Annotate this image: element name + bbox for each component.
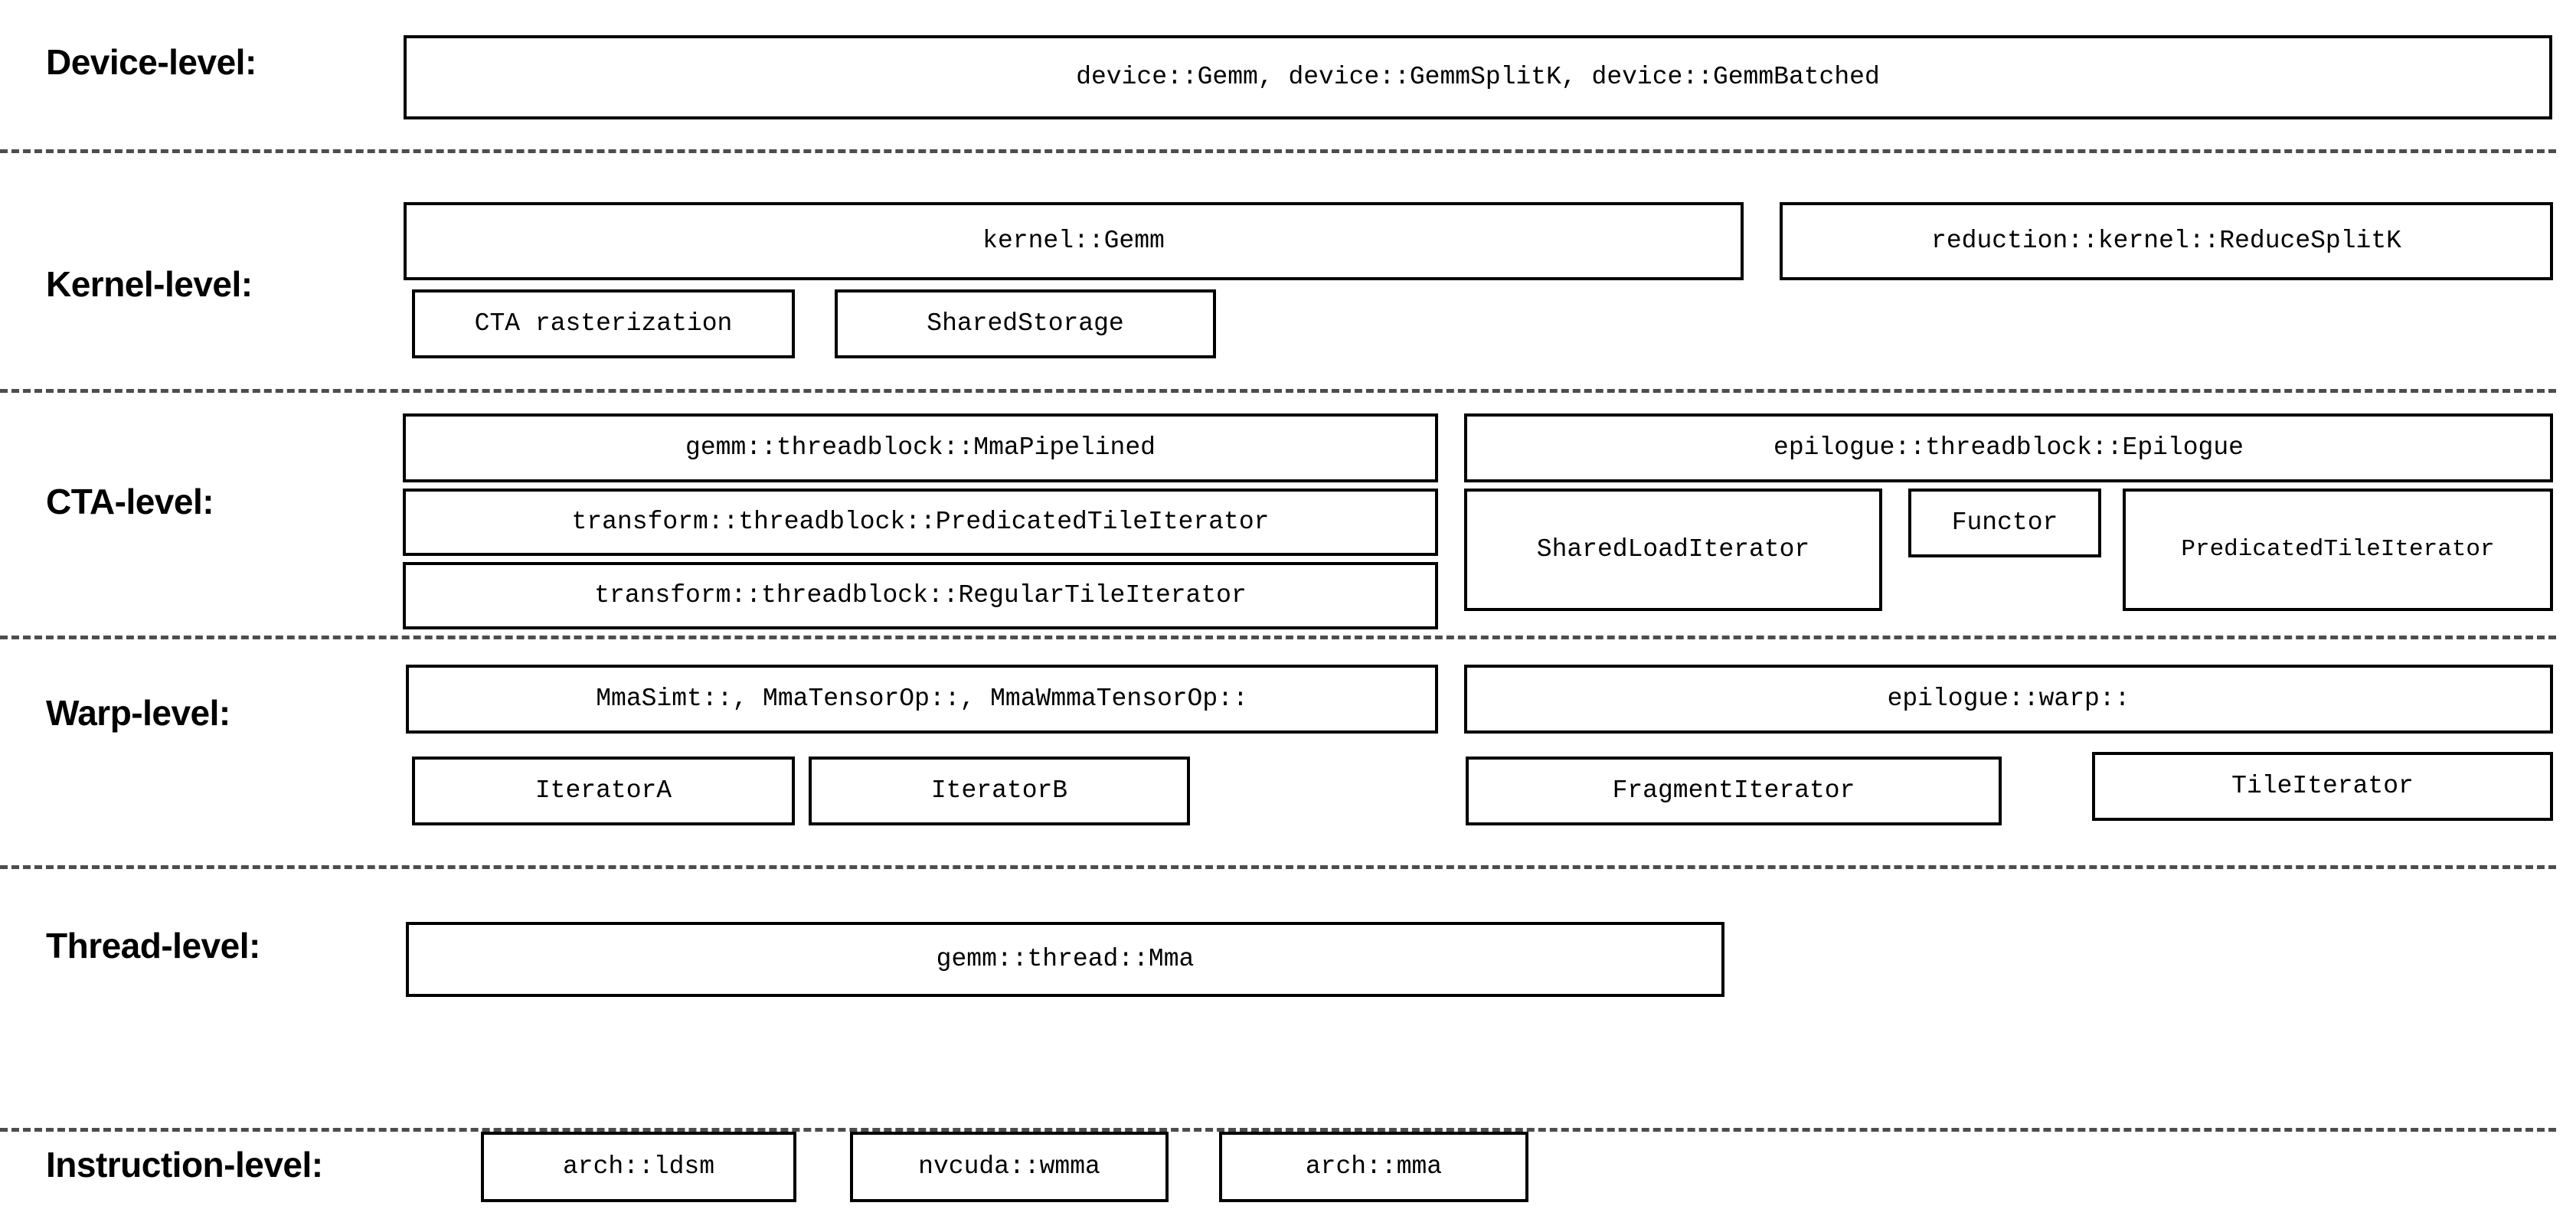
- box-mma-warp-ops[interactable]: MmaSimt::, MmaTensorOp::, MmaWmmaTensorO…: [406, 665, 1438, 734]
- box-transform-threadblock-regulartileiterator[interactable]: transform::threadblock::RegularTileItera…: [403, 562, 1438, 629]
- box-kernel-gemm[interactable]: kernel::Gemm: [404, 202, 1744, 280]
- box-tileiterator[interactable]: TileIterator: [2092, 752, 2553, 821]
- box-sharedstorage[interactable]: SharedStorage: [835, 289, 1216, 358]
- divider-kernel-cta: [0, 389, 2556, 393]
- box-reduction-kernel-reducesplitk[interactable]: reduction::kernel::ReduceSplitK: [1780, 202, 2553, 280]
- box-cta-rasterization[interactable]: CTA rasterization: [412, 289, 795, 358]
- box-gemm-thread-mma[interactable]: gemm::thread::Mma: [406, 922, 1724, 997]
- box-sharedloaditerator[interactable]: SharedLoadIterator: [1464, 489, 1882, 611]
- box-device-gemm[interactable]: device::Gemm, device::GemmSplitK, device…: [404, 35, 2552, 119]
- box-epilogue-threadblock-epilogue[interactable]: epilogue::threadblock::Epilogue: [1464, 413, 2553, 482]
- box-nvcuda-wmma[interactable]: nvcuda::wmma: [850, 1132, 1169, 1202]
- divider-device-kernel: [0, 149, 2556, 153]
- level-label-device: Device-level:: [46, 42, 257, 82]
- divider-warp-thread: [0, 865, 2556, 869]
- box-transform-threadblock-predicatedtileiterator[interactable]: transform::threadblock::PredicatedTileIt…: [403, 489, 1438, 556]
- divider-thread-instruction: [0, 1128, 2556, 1132]
- box-arch-mma[interactable]: arch::mma: [1219, 1132, 1528, 1202]
- level-label-thread: Thread-level:: [46, 926, 260, 966]
- level-label-instruction: Instruction-level:: [46, 1145, 323, 1185]
- box-epilogue-warp[interactable]: epilogue::warp::: [1464, 665, 2553, 734]
- level-label-cta: CTA-level:: [46, 482, 214, 521]
- divider-cta-warp: [0, 636, 2556, 639]
- level-label-kernel: Kernel-level:: [46, 264, 253, 304]
- box-arch-ldsm[interactable]: arch::ldsm: [481, 1132, 796, 1202]
- box-predicatedtileiterator[interactable]: PredicatedTileIterator: [2123, 489, 2553, 611]
- box-gemm-threadblock-mmapipelined[interactable]: gemm::threadblock::MmaPipelined: [403, 413, 1438, 482]
- box-iteratora[interactable]: IteratorA: [412, 757, 795, 825]
- level-label-warp: Warp-level:: [46, 693, 230, 733]
- box-iteratorb[interactable]: IteratorB: [809, 757, 1190, 825]
- box-fragmentiterator[interactable]: FragmentIterator: [1466, 757, 2002, 825]
- box-functor[interactable]: Functor: [1908, 489, 2101, 557]
